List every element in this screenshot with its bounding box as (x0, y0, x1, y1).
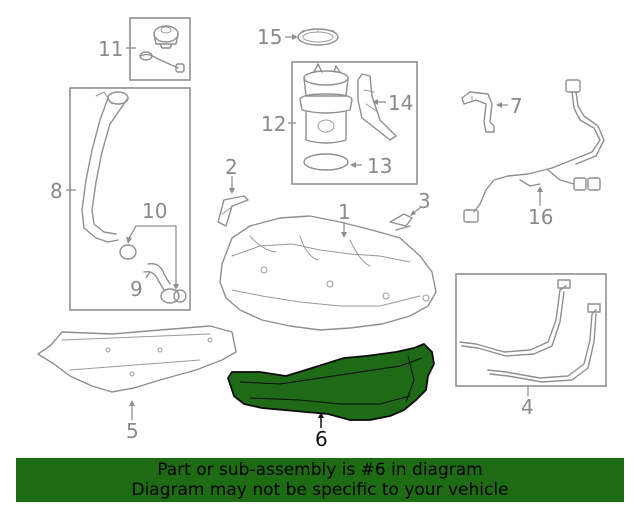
callout-7: 7 (510, 94, 523, 118)
fuel-pump-drawing (299, 63, 397, 144)
callout-15: 15 (257, 25, 282, 49)
callout-16: 16 (528, 205, 553, 229)
callout-5: 5 (126, 419, 139, 443)
fuel-tank-drawing (219, 215, 437, 331)
callout-1: 1 (338, 200, 351, 224)
wire-harness-drawing (463, 79, 605, 223)
part-8-box (69, 87, 191, 311)
callout-3: 3 (418, 189, 431, 213)
o-ring-drawing (303, 153, 349, 171)
callout-9: 9 (130, 277, 143, 301)
info-banner: Part or sub-assembly is #6 in diagram Di… (16, 458, 624, 502)
fuel-cap-drawing (139, 25, 185, 73)
callout-2: 2 (225, 155, 238, 179)
part-6-highlighted-shield (227, 343, 435, 421)
callout-10: 10 (142, 199, 167, 223)
heat-shield-small-drawing (217, 195, 249, 227)
callout-12: 12 (261, 112, 286, 136)
callout-14: 14 (388, 91, 413, 115)
callout-4: 4 (521, 395, 534, 419)
under-shield-drawing (37, 325, 237, 393)
bracket-drawing (461, 91, 495, 133)
gasket-ring-drawing (297, 28, 339, 46)
callout-11: 11 (98, 37, 123, 61)
part-4-box (455, 273, 607, 387)
part-11-box (129, 17, 191, 81)
clip-drawing (389, 213, 413, 231)
banner-line-1: Part or sub-assembly is #6 in diagram (157, 460, 483, 480)
callout-6: 6 (315, 427, 328, 451)
banner-line-2: Diagram may not be specific to your vehi… (131, 480, 509, 500)
filler-pipe-drawing (81, 91, 129, 243)
tank-straps-drawing (459, 279, 601, 383)
hose-clamps-drawing (119, 244, 187, 304)
callout-13: 13 (367, 154, 392, 178)
callout-8: 8 (50, 179, 63, 203)
